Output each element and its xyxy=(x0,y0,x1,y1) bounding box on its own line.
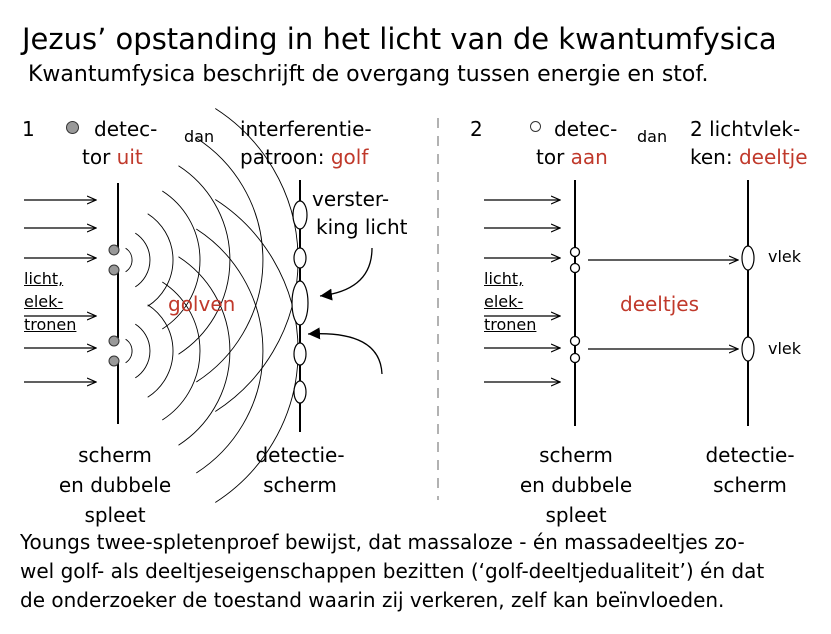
interference-fringe xyxy=(293,247,307,269)
panel2-source-label: licht, elek- tronen xyxy=(484,269,537,334)
wave-arc xyxy=(196,137,264,383)
detector-off-icon xyxy=(108,244,120,256)
panel1-detection-screen-label: detectie- scherm xyxy=(255,443,345,497)
panel2-result-state: deeltje xyxy=(738,145,808,169)
detector-off-icon xyxy=(108,355,120,367)
panel1-detector-state: uit xyxy=(116,145,143,169)
detector-off-icon xyxy=(108,264,120,276)
panel2-screen-label: scherm en dubbele spleet xyxy=(519,443,633,527)
detector-on-icon xyxy=(569,335,581,347)
panel2-spot-bottom: vlek xyxy=(768,339,802,358)
wave-arc xyxy=(135,323,151,379)
panel2-result-line1: 2 lichtvlek- xyxy=(690,117,801,141)
footer-line2: wel golf- als deeltjeseigenschappen bezi… xyxy=(20,559,765,583)
wave-arc xyxy=(125,338,133,364)
page-title: Jezus’ opstanding in het licht van de kw… xyxy=(22,22,777,56)
wave-arc xyxy=(178,256,231,446)
panel2-detection-screen-label: detectie- scherm xyxy=(705,443,795,497)
detector-on-icon xyxy=(569,262,581,274)
panel2-spot-top: vlek xyxy=(768,247,802,266)
panel1-detector-line1: detec- xyxy=(94,117,158,141)
panel1-source-label: licht, elek- tronen xyxy=(24,269,77,334)
panel1-screen-label: scherm en dubbele spleet xyxy=(58,443,172,527)
panel1-result-state: golf xyxy=(330,145,369,169)
footer-text: Youngs twee-spletenproef bewijst, dat ma… xyxy=(20,528,764,615)
detector-off-icon xyxy=(108,335,120,347)
panel1-result-line2: patroon: golf xyxy=(240,145,369,169)
panel1-detector-line2: tor uit xyxy=(82,145,143,169)
footer-line3: de onderzoeker de toestand waarin zij ve… xyxy=(20,588,725,612)
light-spot xyxy=(741,336,755,362)
panel1-reinforce-line1: verster- xyxy=(312,187,390,211)
page-subtitle: Kwantumfysica beschrijft de overgang tus… xyxy=(28,62,709,87)
interference-fringe xyxy=(293,380,307,404)
wave-arc xyxy=(135,232,151,288)
wave-arc xyxy=(125,247,133,273)
wave-arc xyxy=(147,304,174,398)
panel1-number: 1 xyxy=(22,117,35,141)
reinforcement-arrow-bottom xyxy=(307,327,383,375)
panel2-number: 2 xyxy=(470,117,483,141)
detector-on-icon xyxy=(569,352,581,364)
wave-arc xyxy=(162,190,201,330)
reinforcement-arrow-top xyxy=(319,247,373,301)
panel1-drawing xyxy=(24,108,383,503)
wave-arc xyxy=(162,281,201,421)
panel2-detector-line1: detec- xyxy=(554,117,618,141)
panel1-dan: dan xyxy=(184,127,215,146)
light-spot xyxy=(741,245,755,271)
panel1-reinforce-line2: king licht xyxy=(316,215,408,239)
wave-arc xyxy=(178,165,231,355)
panel2-middle-label: deeltjes xyxy=(620,292,699,316)
detector-off-icon xyxy=(66,121,79,134)
wave-arc xyxy=(196,228,264,474)
interference-fringe xyxy=(291,280,309,326)
panel2-dan: dan xyxy=(637,127,668,146)
panel2-detector-line2: tor aan xyxy=(536,145,608,169)
detector-on-icon xyxy=(530,121,541,132)
interference-fringe xyxy=(293,342,307,366)
wave-arc xyxy=(147,213,174,307)
panel1-middle-label: golven xyxy=(168,292,236,316)
detector-on-icon xyxy=(569,246,581,258)
interference-fringe xyxy=(292,200,308,230)
panel1-result-line1: interferentie- xyxy=(240,117,372,141)
footer-line1: Youngs twee-spletenproef bewijst, dat ma… xyxy=(20,530,745,554)
panel2-result-line2: ken: deeltje xyxy=(690,145,808,169)
panel2-drawing xyxy=(484,180,755,426)
panel2-detector-state: aan xyxy=(570,145,608,169)
